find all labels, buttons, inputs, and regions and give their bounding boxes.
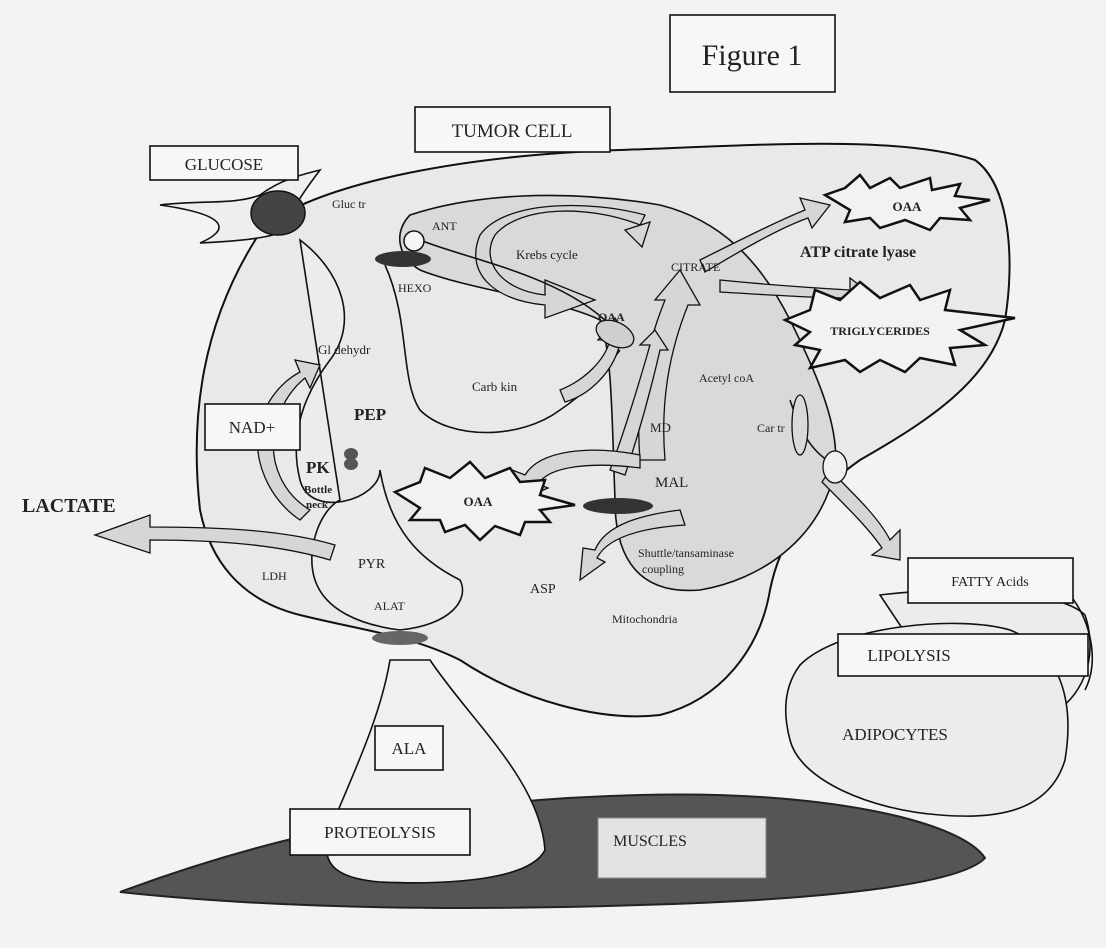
triglycerides-label: TRIGLYCERIDES xyxy=(830,324,930,338)
lactate-label: LACTATE xyxy=(22,495,116,517)
oaa-mid-label: OAA xyxy=(464,494,494,509)
asp-label: ASP xyxy=(530,582,556,597)
mitochondria-label: Mitochondria xyxy=(612,612,678,626)
pk-label: PK xyxy=(306,458,330,477)
tumor-cell-title: TUMOR CELL xyxy=(452,121,573,142)
lipolysis-label: LIPOLYSIS xyxy=(867,646,950,665)
glucose-transporter xyxy=(251,191,305,235)
muscles-shape xyxy=(120,794,985,907)
hexo-enzyme xyxy=(375,251,431,267)
krebs-label: Krebs cycle xyxy=(516,247,578,262)
shuttle-label-1: Shuttle/tansaminase xyxy=(638,546,734,560)
fatty-acids-label: FATTY Acids xyxy=(951,575,1028,590)
ala-label: ALA xyxy=(392,739,428,758)
pyr-label: PYR xyxy=(358,557,386,572)
gluc-tr-label: Gluc tr xyxy=(332,197,366,211)
nad-label: NAD+ xyxy=(229,418,275,437)
ldh-label: LDH xyxy=(262,569,287,583)
glucose-label: GLUCOSE xyxy=(185,155,263,174)
car-tr-label: Car tr xyxy=(757,421,785,435)
mal-label: MAL xyxy=(655,475,688,491)
mal-shuttle-enzyme xyxy=(583,498,653,514)
figure-label: Figure 1 xyxy=(702,39,803,72)
atp-citrate-lyase-label: ATP citrate lyase xyxy=(800,244,916,261)
gl-dehydr-label: Gl dehydr xyxy=(318,342,371,357)
alat-label: ALAT xyxy=(374,599,405,613)
proteolysis-label: PROTEOLYSIS xyxy=(324,823,436,842)
acetyl-coa-label: Acetyl coA xyxy=(699,371,754,385)
oaa-mito-label: OAA xyxy=(598,310,625,324)
car-tr-transporter xyxy=(792,395,808,455)
pep-label: PEP xyxy=(354,405,386,424)
md-label: MD xyxy=(650,420,671,435)
pk-dot-2 xyxy=(344,458,358,470)
alat-enzyme xyxy=(372,631,428,645)
oaa-top-label: OAA xyxy=(893,199,923,214)
ant-label: ANT xyxy=(432,219,457,233)
adipocytes-label: ADIPOCYTES xyxy=(842,725,948,744)
shuttle-label-2: coupling xyxy=(642,562,684,576)
fatty-acid-transporter xyxy=(823,451,847,483)
bottle-label: Bottle xyxy=(304,484,332,496)
muscles-label: MUSCLES xyxy=(613,833,687,850)
neck-label: neck xyxy=(306,499,329,511)
citrate-label: CITRATE xyxy=(671,260,720,274)
ant-transporter xyxy=(404,231,424,251)
carb-kin-label: Carb kin xyxy=(472,379,518,394)
hexo-label: HEXO xyxy=(398,281,432,295)
